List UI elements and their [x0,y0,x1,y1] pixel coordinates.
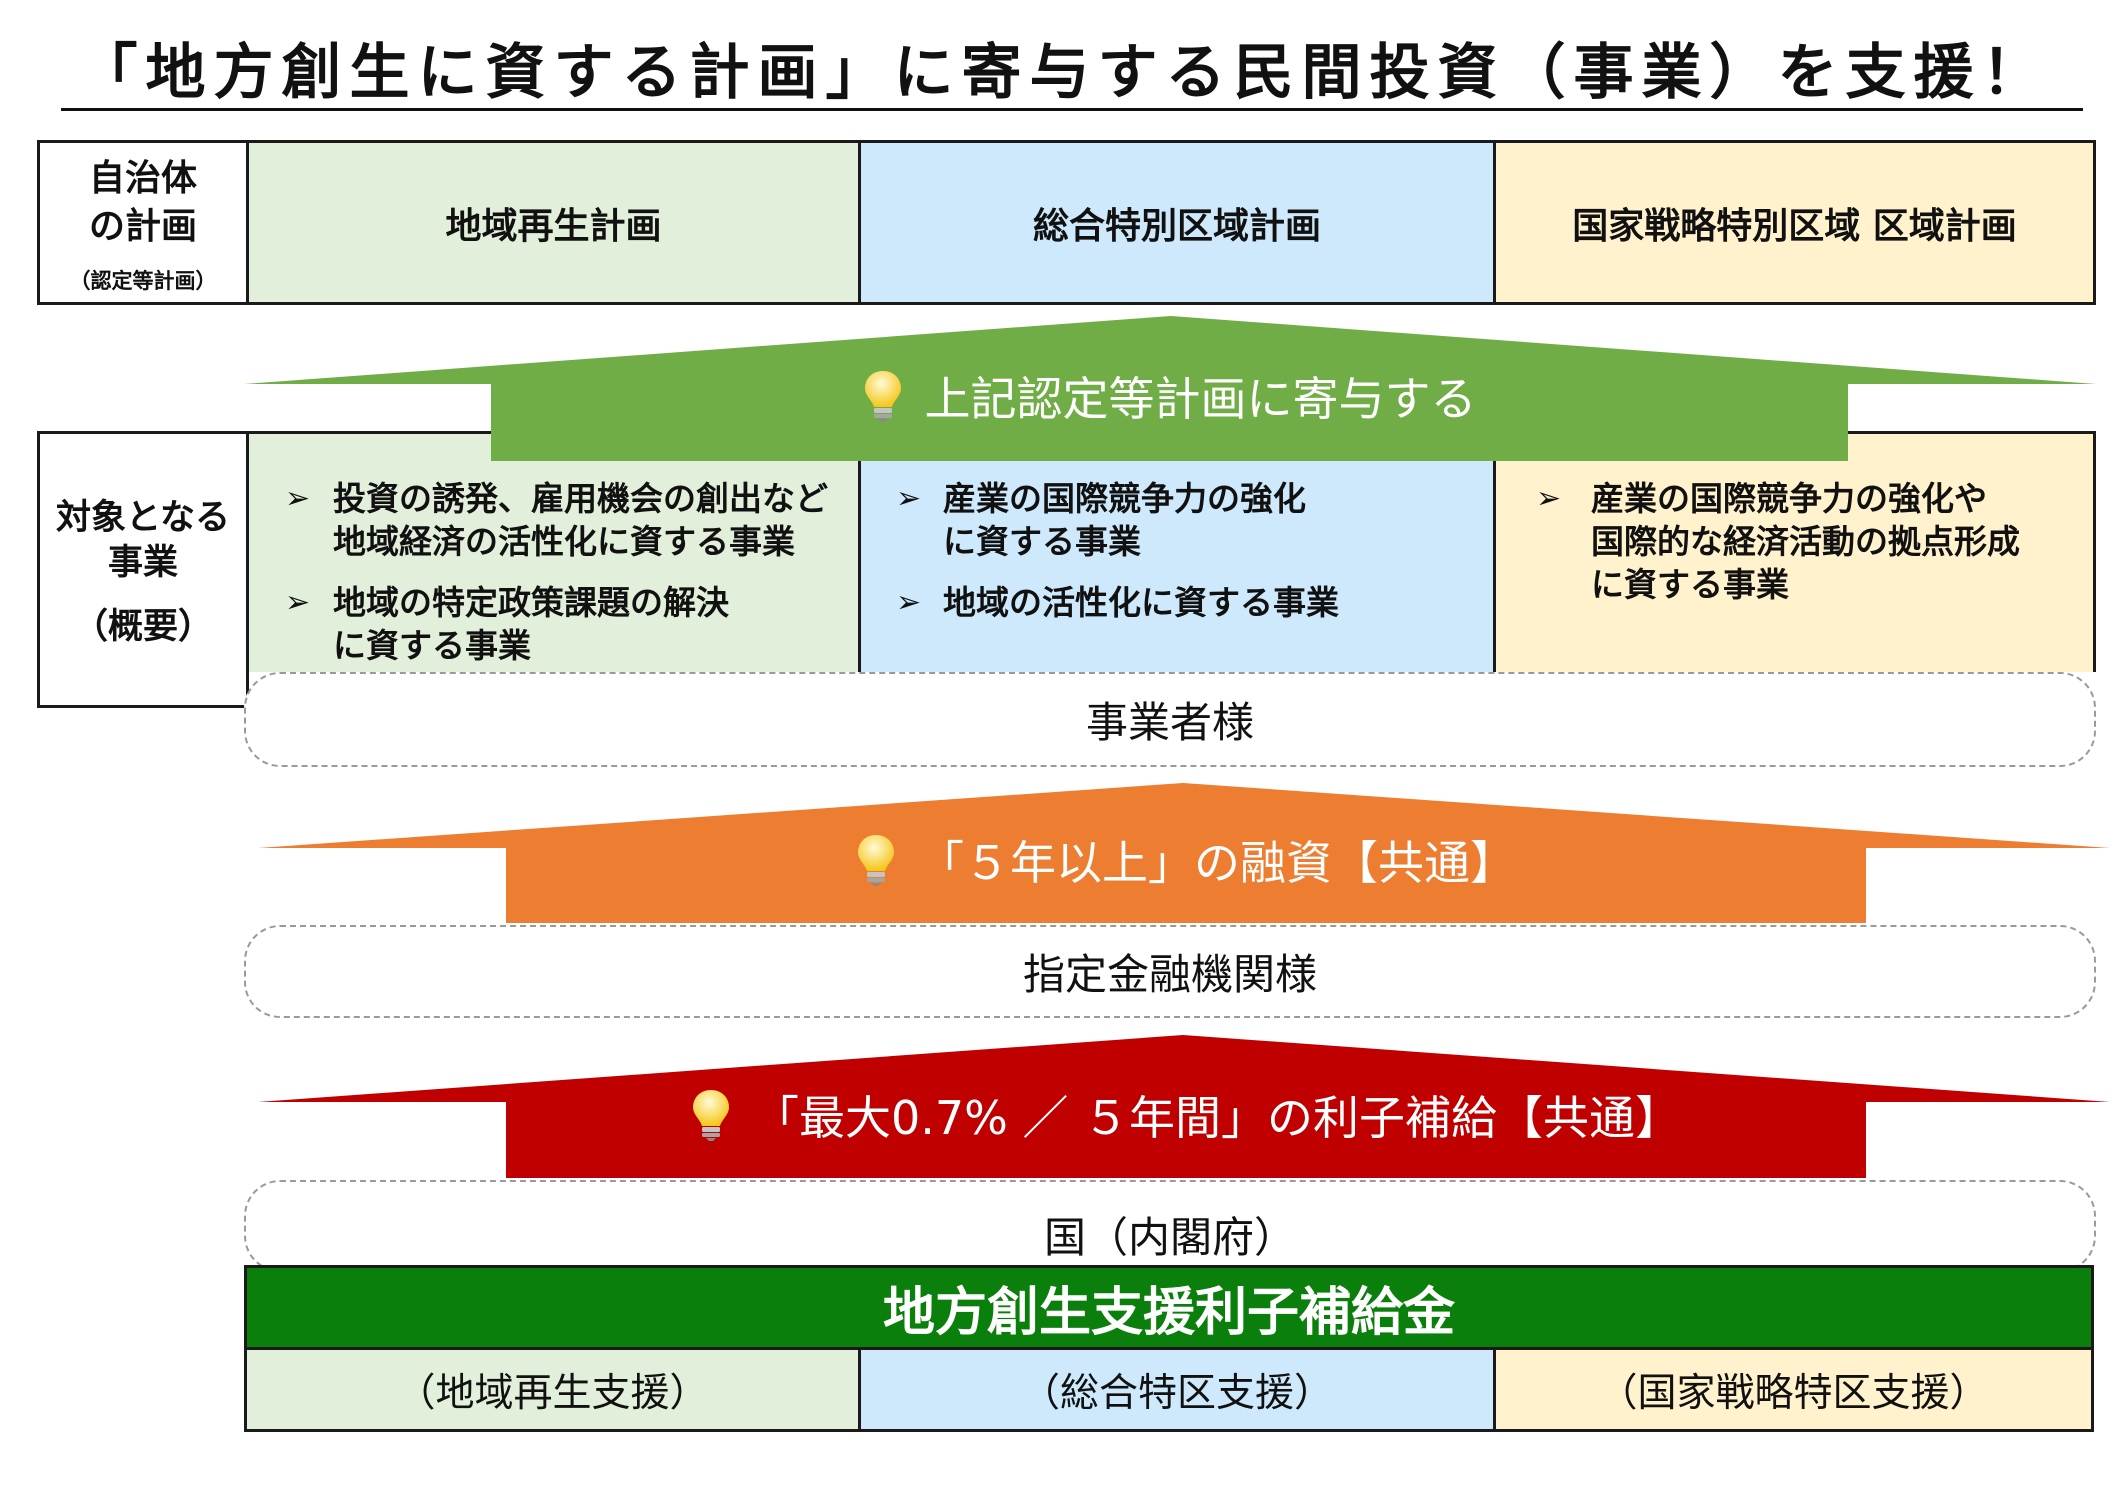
list-item-line: に資する事業 [1591,565,1789,604]
target-projects-columns: ➢ 投資の誘発、雇用機会の創出など 地域経済の活性化に資する事業 ➢ 地域の特定… [246,431,2096,672]
list-item: ➢ 産業の国際競争力の強化や 国際的な経済活動の拠点形成 に資する事業 [1496,477,2093,606]
lightbulb-icon [858,835,894,886]
list-item: ➢ 地域の活性化に資する事業 [861,581,1493,624]
plans-row-header: 自治体 の計画 （認定等計画） [40,143,246,302]
bullet-arrow-icon: ➢ [1536,481,1562,516]
bullet-arrow-icon: ➢ [896,481,922,516]
bullet-arrow-icon: ➢ [285,481,311,516]
target-column-special-zone: ➢ 産業の国際競争力の強化 に資する事業 ➢ 地域の活性化に資する事業 [858,434,1493,672]
loan-arrow-label-row: 「５年以上」の融資【共通】 [506,830,1866,890]
target-header-line3: （概要） [72,607,213,647]
municipal-plans-table: 自治体 の計画 （認定等計画） 地域再生計画 総合特別区域計画 国家戦略特別区域… [37,140,2096,305]
subsidy-categories-row: （地域再生支援） （総合特区支援） （国家戦略特区支援） [247,1347,2091,1429]
plans-row-header-line2: の計画 [88,206,197,247]
list-item-line: 地域の活性化に資する事業 [943,583,1339,622]
target-header-line2: 事業 [107,543,178,583]
financial-institutions-box: 指定金融機関様 [244,925,2096,1018]
target-projects-row-header: 対象となる 事業 （概要） [37,431,249,708]
list-item-line: に資する事業 [943,522,1141,561]
title-underline [61,108,2083,111]
plan-comprehensive-special-zone: 総合特別区域計画 [858,143,1493,302]
list-item: ➢ 地域の特定政策課題の解決 に資する事業 [249,581,858,667]
target-header-line1: 対象となる [56,498,230,538]
plans-row-header-line1: 自治体 [88,158,197,199]
businesses-box: 事業者様 [244,672,2096,767]
list-item-line: 投資の誘発、雇用機会の創出など [333,479,828,518]
list-item: ➢ 産業の国際競争力の強化 に資する事業 [861,477,1493,563]
subsidy-title-banner: 地方創生支援利子補給金 [247,1268,2091,1347]
subsidy-table: 地方創生支援利子補給金 （地域再生支援） （総合特区支援） （国家戦略特区支援） [244,1265,2094,1432]
contribution-arrow-label: 上記認定等計画に寄与する [924,372,1477,426]
list-item-line: 地域の特定政策課題の解決 [333,583,729,622]
list-item: ➢ 投資の誘発、雇用機会の創出など 地域経済の活性化に資する事業 [249,477,858,563]
plan-regional-revitalization: 地域再生計画 [246,143,858,302]
subsidy-special-zone: （総合特区支援） [858,1350,1493,1429]
lightbulb-icon [864,371,901,422]
lightbulb-icon [692,1090,729,1141]
target-column-strategic-zone: ➢ 産業の国際競争力の強化や 国際的な経済活動の拠点形成 に資する事業 [1493,434,2093,672]
list-item-line: 地域経済の活性化に資する事業 [333,522,795,561]
loan-arrow-label: 「５年以上」の融資【共通】 [918,836,1516,890]
bullet-arrow-icon: ➢ [896,585,922,620]
list-item-line: 産業の国際競争力の強化 [943,479,1306,518]
subsidy-strategic-zone: （国家戦略特区支援） [1493,1350,2091,1429]
interest-arrow-label: 「最大0.7% ／ ５年間」の利子補給【共通】 [752,1091,1682,1145]
list-item-line: 国際的な経済活動の拠点形成 [1591,522,2020,561]
interest-arrow-label-row: 「最大0.7% ／ ５年間」の利子補給【共通】 [506,1085,1866,1145]
government-box: 国（内閣府） [244,1180,2096,1272]
bullet-arrow-icon: ➢ [285,585,311,620]
target-column-regional: ➢ 投資の誘発、雇用機会の創出など 地域経済の活性化に資する事業 ➢ 地域の特定… [249,434,858,672]
list-item-line: 産業の国際競争力の強化や [1591,479,1987,518]
page-title: 「地方創生に資する計画」に寄与する民間投資（事業）を支援！ [77,38,2050,108]
plans-row-header-note: （認定等計画） [69,269,217,293]
subsidy-regional: （地域再生支援） [247,1350,858,1429]
contribution-arrow-label-row: 上記認定等計画に寄与する [491,366,1848,426]
list-item-line: に資する事業 [333,626,531,665]
plan-national-strategic-zone: 国家戦略特別区域 区域計画 [1493,143,2093,302]
